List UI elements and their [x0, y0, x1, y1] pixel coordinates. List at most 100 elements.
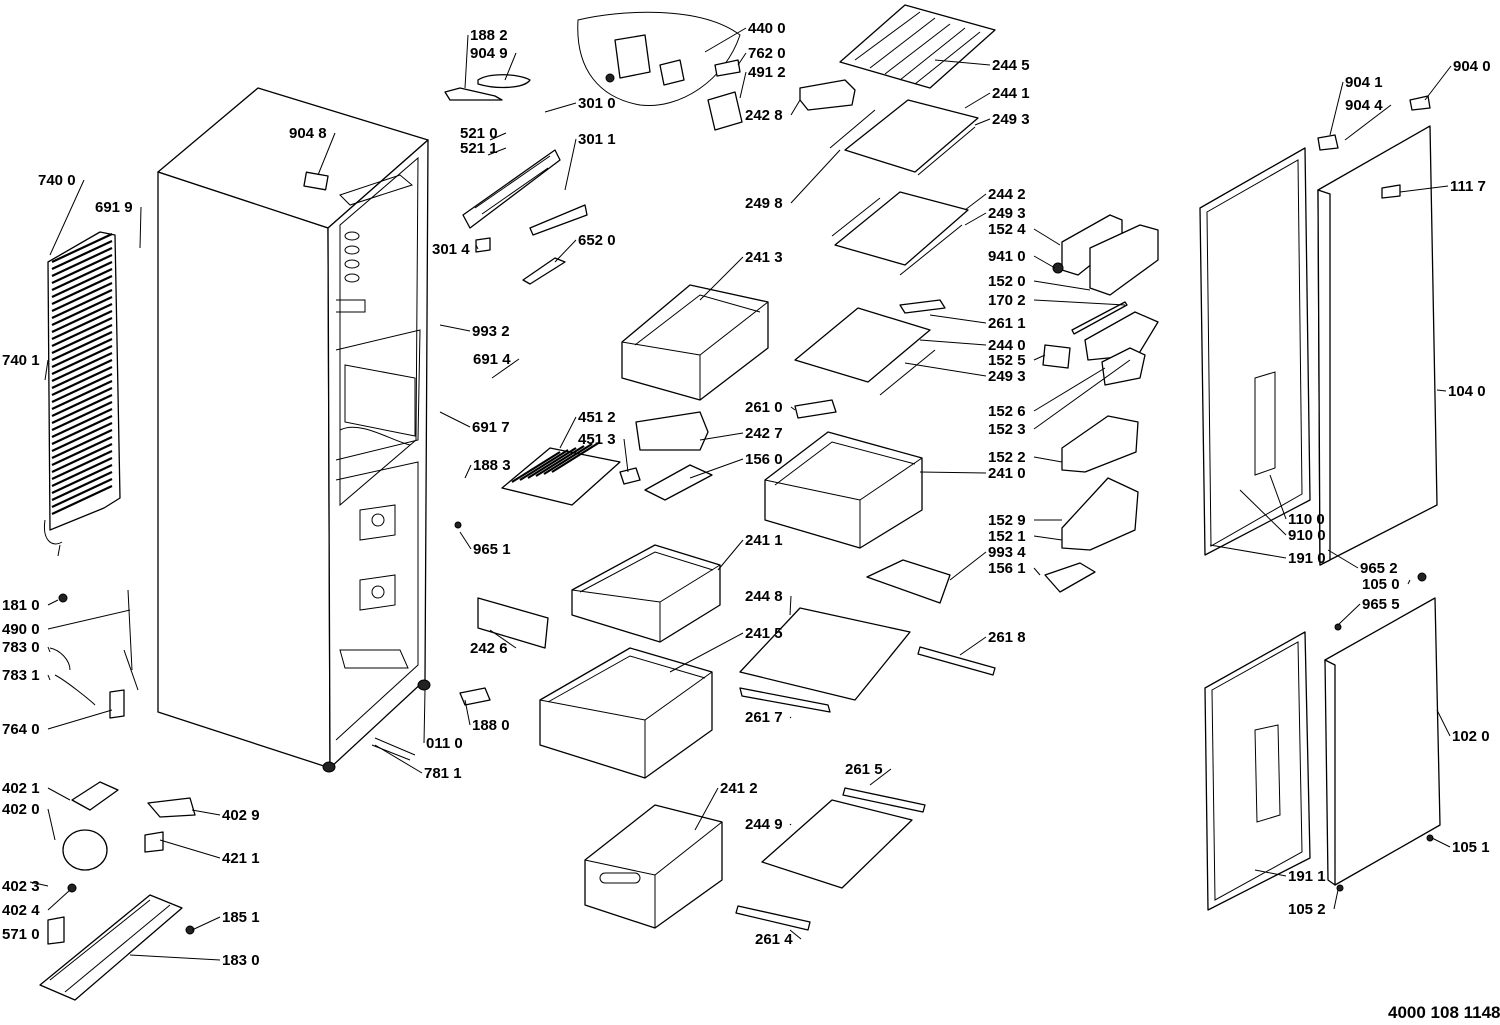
- leader-line: [1333, 889, 1339, 910]
- condenser-coil: [51, 317, 113, 347]
- leader-line: [739, 71, 747, 99]
- part-label: 011 0: [426, 735, 463, 752]
- leader-line: [44, 359, 49, 381]
- ice-tray-cell-row: [511, 451, 561, 483]
- condenser-coil: [51, 338, 113, 368]
- leader-line: [47, 808, 56, 841]
- leader-line: [464, 464, 472, 479]
- part-label: 301 0: [578, 95, 616, 112]
- condenser-coil: [51, 408, 113, 438]
- part-label: 170 2: [988, 292, 1026, 309]
- part-label: 191 1: [1288, 868, 1326, 885]
- part-label: 241 3: [745, 249, 783, 266]
- leader-line: [439, 411, 471, 428]
- part-label: 102 0: [1452, 728, 1490, 745]
- leader-line: [47, 889, 71, 911]
- part-label: 993 4: [988, 544, 1026, 561]
- part-label: 781 1: [424, 765, 462, 782]
- part-label: 965 1: [473, 541, 511, 558]
- part-label: 301 4: [432, 241, 470, 258]
- part-label: 105 2: [1288, 901, 1326, 918]
- part-label: 691 7: [472, 419, 510, 436]
- condenser-coil: [51, 450, 113, 480]
- part-label: 904 4: [1345, 97, 1383, 114]
- leader-line: [1239, 489, 1287, 536]
- leader-line: [704, 27, 747, 53]
- leader-line: [129, 954, 221, 961]
- leader-line: [959, 636, 987, 656]
- leader-line: [487, 147, 507, 156]
- condenser-coil: [51, 289, 113, 319]
- leader-line: [1033, 228, 1061, 246]
- part-label: 249 3: [992, 111, 1030, 128]
- part-label: 188 2: [470, 27, 508, 44]
- ice-tray-cell-row: [543, 443, 593, 475]
- leader-line: [1033, 367, 1106, 412]
- leader-line: [694, 787, 719, 831]
- part-label: 490 0: [2, 621, 40, 638]
- control-parts-drawing: [444, 11, 856, 285]
- leader-line: [489, 132, 507, 141]
- leader-line: [699, 256, 744, 301]
- leader-line: [1033, 456, 1063, 463]
- part-label: 762 0: [748, 45, 786, 62]
- part-label: 241 1: [745, 532, 783, 549]
- part-label: 451 2: [578, 409, 616, 426]
- condenser-coil: [51, 443, 113, 473]
- ice-tray-cell-row: [551, 441, 601, 473]
- part-label: 242 8: [745, 107, 783, 124]
- part-label: 740 1: [2, 352, 40, 369]
- part-label: 111 7: [1450, 178, 1486, 195]
- part-label: 402 4: [2, 902, 40, 919]
- condenser-coil: [51, 310, 113, 340]
- condenser-coil: [51, 464, 113, 494]
- leader-line: [317, 132, 336, 176]
- part-label: 105 1: [1452, 839, 1490, 856]
- part-label: 152 9: [988, 512, 1026, 529]
- leader-line: [1033, 354, 1046, 361]
- part-label: 965 5: [1362, 596, 1400, 613]
- condenser-coil: [51, 457, 113, 487]
- part-label: 188 0: [472, 717, 510, 734]
- part-label: 571 0: [2, 926, 40, 943]
- part-label: 249 8: [745, 195, 783, 212]
- leader-line: [1033, 567, 1041, 576]
- leader-line: [790, 406, 796, 411]
- part-label: 249 3: [988, 205, 1026, 222]
- ice-tray-cell-row: [535, 445, 585, 477]
- part-label: 402 3: [2, 878, 40, 895]
- condenser-coil: [51, 345, 113, 375]
- part-label: 783 1: [2, 667, 40, 684]
- part-label: 191 0: [1288, 550, 1326, 567]
- part-label: 152 3: [988, 421, 1026, 438]
- leader-line: [47, 674, 51, 681]
- leader-line: [929, 314, 987, 324]
- leader-line: [789, 595, 792, 616]
- leader-line: [554, 239, 577, 263]
- part-label: 244 0: [988, 337, 1026, 354]
- leader-line: [475, 244, 479, 250]
- condenser-coil: [51, 387, 113, 417]
- leader-line: [374, 744, 423, 774]
- condenser-coil: [51, 471, 113, 501]
- leader-line: [904, 362, 987, 377]
- leader-line: [964, 212, 987, 226]
- condenser-coil: [51, 331, 113, 361]
- part-label: 152 6: [988, 403, 1026, 420]
- condenser-coil: [51, 233, 113, 263]
- part-label: 910 0: [1288, 527, 1326, 544]
- leader-line: [789, 716, 792, 719]
- compressor-drawing: [39, 589, 416, 1001]
- leader-line: [1033, 255, 1056, 269]
- leader-line: [464, 699, 471, 726]
- leader-line: [789, 823, 792, 826]
- leader-line: [934, 59, 991, 66]
- part-label: 242 6: [470, 640, 508, 657]
- part-label: 185 1: [222, 909, 260, 926]
- part-label: 491 2: [748, 64, 786, 81]
- condenser-coil: [51, 324, 113, 354]
- leader-line: [790, 99, 801, 116]
- door-bins-drawing: [1042, 214, 1159, 593]
- part-label: 764 0: [2, 721, 40, 738]
- part-label: 451 3: [578, 431, 616, 448]
